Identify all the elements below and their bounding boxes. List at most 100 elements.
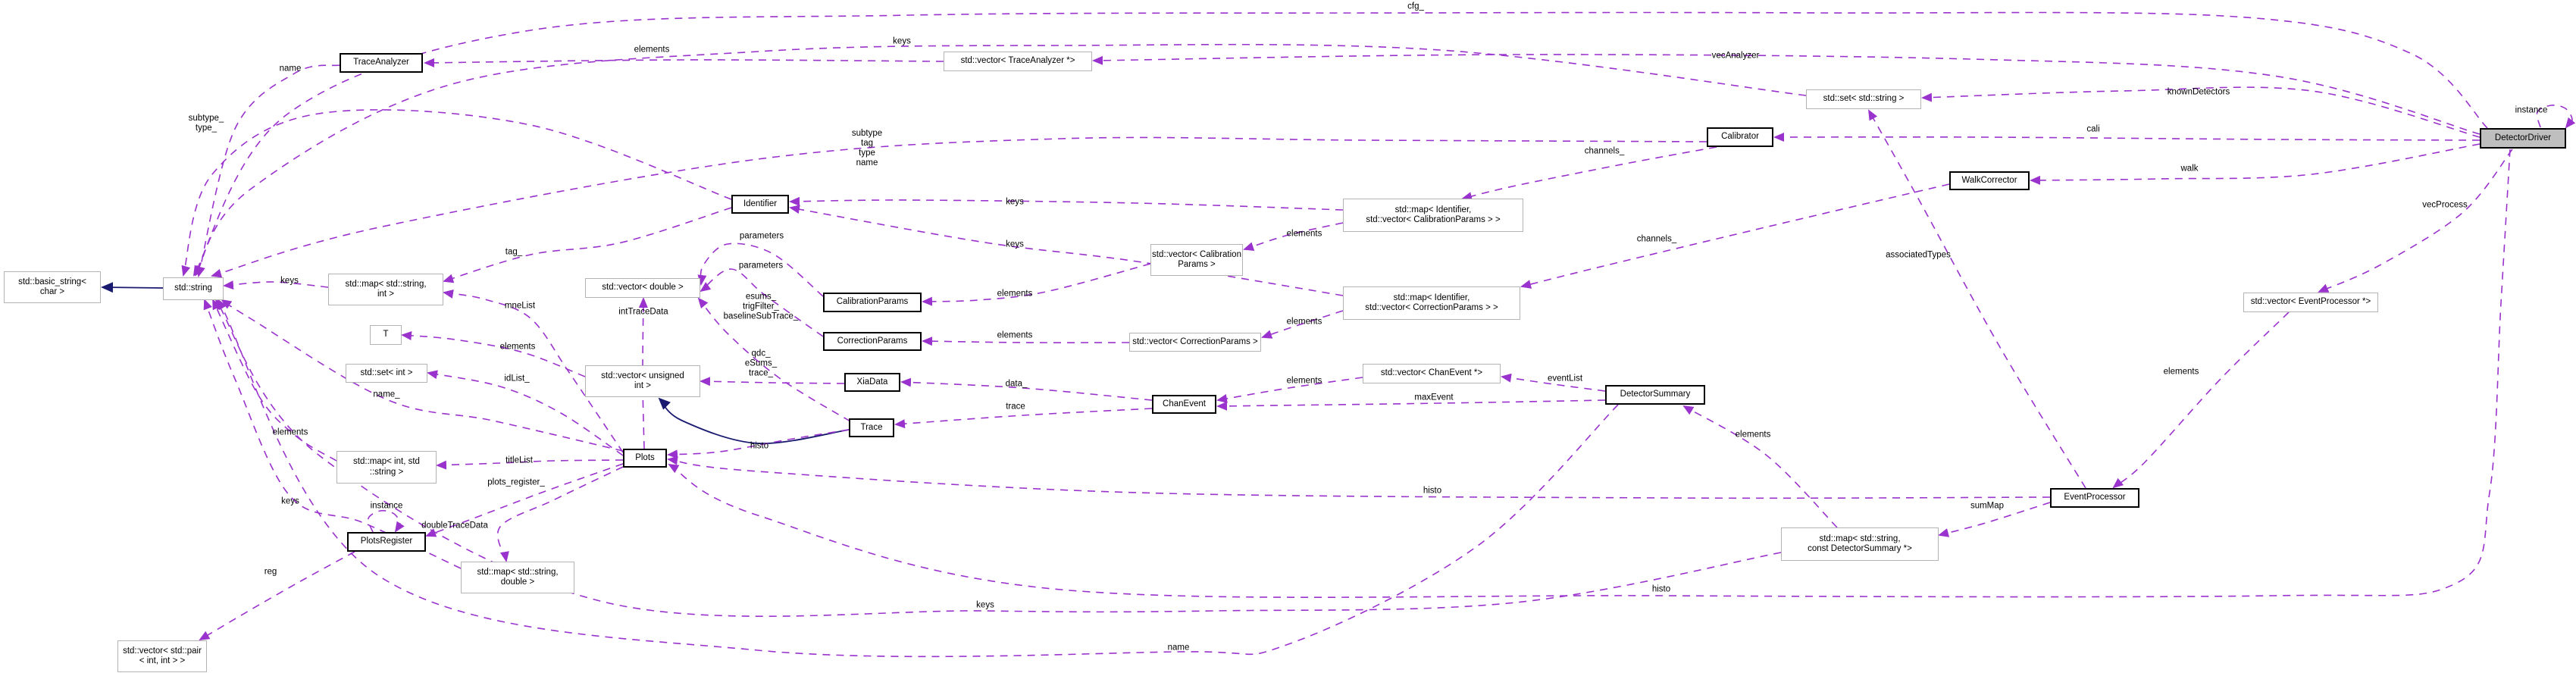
edge-label-knowndetectors-edge: knownDetectors — [2167, 87, 2230, 97]
edge-label-keys-map-str-int: keys — [280, 276, 299, 286]
edge-data-edge — [900, 377, 1153, 401]
edge-label-plots-register-edge: plots_register_ — [487, 477, 545, 487]
node-vec-trace-analyzer: std::vector< TraceAnalyzer *> — [944, 52, 1092, 71]
edge-mnelist-edge — [443, 290, 624, 453]
edge-elements-trace-analyzer — [424, 58, 944, 67]
edge-qdc-esums-trace-edge — [700, 377, 845, 387]
edge-label-elements-chan-event: elements — [1286, 376, 1322, 386]
edge-parameters-corr — [700, 268, 824, 337]
edge-label-mnelist-edge: mneList — [504, 301, 536, 311]
node-std-string: std::string — [163, 277, 224, 300]
node-vec-corr: std::vector< CorrectionParams > — [1129, 333, 1261, 352]
edge-label-vecprocess-edge: vecProcess — [2422, 200, 2468, 210]
edge-tag-edge — [443, 207, 732, 283]
edge-instance-plots-register — [367, 509, 405, 533]
edge-label-elements-calib-params: elements — [997, 289, 1033, 299]
edge-keys-map-id-corr — [789, 205, 1344, 296]
edge-channels-walk — [1520, 183, 1950, 289]
edge-elements-detector-summary — [1682, 405, 1838, 528]
edge-keys-map-id-calib — [789, 196, 1344, 211]
edge-histo-detector-driver — [668, 149, 2511, 598]
edge-elements-calib-params — [922, 263, 1151, 306]
node-map-int-str: std::map< int, std ::string > — [336, 451, 437, 484]
edge-label-reg-edge: reg — [264, 567, 277, 577]
node-walk-corrector[interactable]: WalkCorrector — [1949, 171, 2030, 190]
node-plots-register[interactable]: PlotsRegister — [347, 532, 426, 552]
node-detector-summary[interactable]: DetectorSummary — [1605, 385, 1705, 405]
edge-label-eventlist-edge: eventList — [1547, 374, 1583, 383]
edge-subtype-tag-type-name-edge — [211, 136, 1707, 278]
edge-label-elements-trace-analyzer: elements — [634, 45, 670, 55]
edge-label-histo-event-processor: histo — [1423, 486, 1442, 496]
node-map-id-corr: std::map< Identifier, std::vector< Corre… — [1343, 286, 1520, 320]
edge-parameters-calib — [697, 243, 824, 297]
edge-label-name-detector-summary: name — [1167, 643, 1190, 653]
edge-keys-map-str-int — [223, 280, 329, 290]
edge-label-vecanalyzer-edge: vecAnalyzer — [1711, 51, 1760, 61]
edge-label-parameters-calib: parameters — [739, 231, 784, 241]
edge-label-data-edge: data_ — [1005, 379, 1028, 389]
node-plots[interactable]: Plots — [623, 449, 667, 468]
edge-idlist-edge — [427, 370, 624, 456]
edge-label-elements-vec-corr: elements — [1286, 317, 1322, 327]
node-trace[interactable]: Trace — [849, 418, 894, 437]
edge-label-keys-map-id-corr: keys — [1006, 239, 1024, 249]
node-set-string: std::set< std::string > — [1806, 89, 1921, 109]
edge-elements-t — [401, 331, 586, 377]
node-vec-uint: std::vector< unsigned int > — [585, 365, 700, 397]
edge-label-elements-detector-summary: elements — [1735, 430, 1771, 440]
edge-instance-detector-driver — [2536, 105, 2576, 129]
node-map-str-double: std::map< std::string, double > — [461, 562, 574, 593]
edge-label-titlelist-edge: titleList — [505, 455, 533, 465]
edge-esums-edge — [697, 297, 851, 422]
edge-label-keys-map-str-double: keys — [281, 496, 299, 506]
edge-cfg-edge — [192, 11, 2488, 277]
edge-summap-edge — [1938, 502, 2051, 537]
edge-label-parameters-corr: parameters — [738, 261, 784, 271]
edge-label-subtype-tag-type-name-edge: subtype tag type name — [851, 129, 883, 167]
edge-name-detector-summary — [217, 299, 1619, 658]
node-calibration-params[interactable]: CalibrationParams — [823, 293, 922, 312]
edge-keys-set-string — [194, 43, 1807, 277]
node-trace-analyzer[interactable]: TraceAnalyzer — [340, 53, 423, 73]
node-map-str-ds: std::map< std::string, const DetectorSum… — [1781, 527, 1939, 561]
node-t-param: T — [370, 325, 402, 345]
edge-label-elements-event-processor: elements — [2163, 367, 2199, 377]
edge-label-idlist-edge: idList_ — [504, 374, 530, 383]
edge-channels-calibrator — [1461, 146, 1717, 201]
node-identifier[interactable]: Identifier — [731, 195, 789, 214]
node-xia-data[interactable]: XiaData — [844, 373, 900, 392]
edge-label-maxevent-edge: maxEvent — [1414, 393, 1454, 402]
node-event-processor[interactable]: EventProcessor — [2050, 488, 2139, 508]
edge-elements-corr-params — [922, 336, 1130, 346]
node-correction-params[interactable]: CorrectionParams — [823, 332, 922, 351]
edge-label-cfg-edge: cfg_ — [1407, 2, 1424, 11]
node-vec-chan-event: std::vector< ChanEvent *> — [1363, 364, 1501, 383]
edge-elements-event-processor — [2112, 311, 2290, 489]
edge-label-keys-map-str-ds: keys — [976, 600, 994, 610]
node-map-id-calib: std::map< Identifier, std::vector< Calib… — [1343, 199, 1523, 232]
edge-label-histo-detector-driver: histo — [1651, 584, 1671, 594]
edge-label-associatedtypes-edge: associatedTypes — [1886, 250, 1951, 260]
edge-label-tag-edge: tag_ — [505, 247, 523, 257]
edge-label-keys-set-string: keys — [893, 36, 911, 46]
edge-vecprocess-edge — [2318, 149, 2513, 293]
edge-label-channels-walk: channels_ — [1636, 234, 1677, 244]
edge-label-subtype-type-edge: subtype_ type_ — [188, 114, 224, 133]
node-map-str-int: std::map< std::string, int > — [328, 274, 443, 305]
edge-string-inherits-basic-string — [101, 282, 164, 293]
edge-label-summap-edge: sumMap — [1970, 501, 2005, 511]
node-detector-driver: DetectorDriver — [2480, 128, 2566, 149]
node-chan-event[interactable]: ChanEvent — [1152, 395, 1216, 414]
node-set-int: std::set< int > — [346, 364, 427, 383]
edge-elements-vec-calib — [1243, 222, 1344, 251]
edge-label-elements-t: elements — [499, 342, 536, 352]
edge-titlelist-edge — [436, 459, 624, 470]
edge-label-inttracedata-edge: intTraceData — [618, 307, 668, 317]
node-calibrator[interactable]: Calibrator — [1707, 127, 1773, 147]
edge-histo-event-processor — [667, 455, 2051, 499]
edge-maxevent-edge — [1216, 399, 1606, 411]
edge-label-instance-detector-driver: instance — [2515, 105, 2548, 115]
